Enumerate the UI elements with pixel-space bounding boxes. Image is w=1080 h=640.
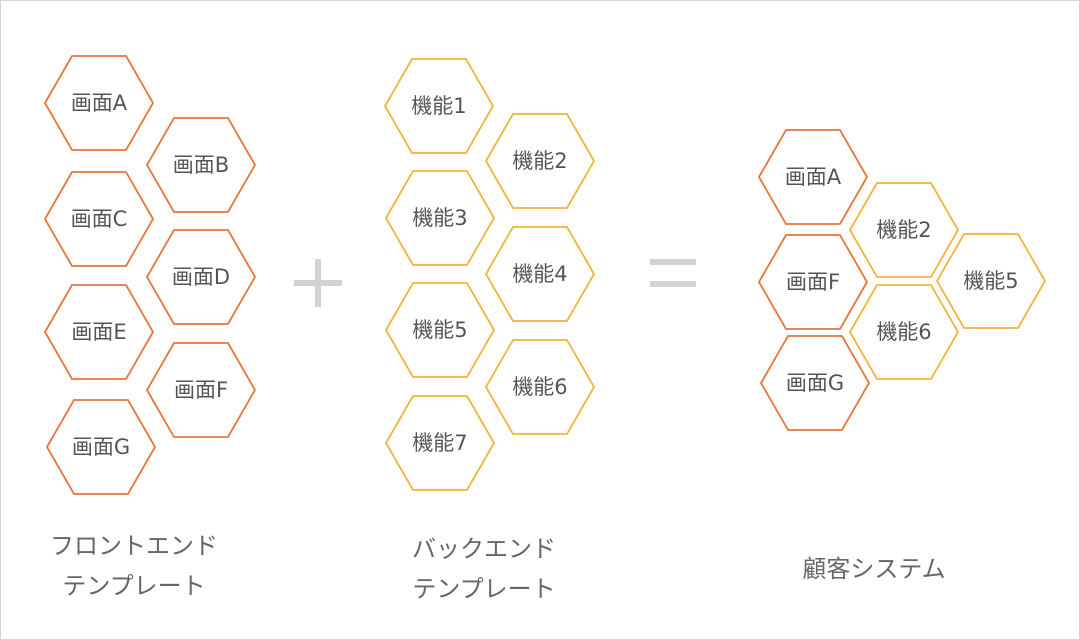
front-screen-hexagon-shape — [145, 229, 257, 325]
back-feature-hexagon-shape — [383, 58, 495, 154]
front-screen-hexagon: 画面D — [145, 229, 257, 325]
front-screen-hexagon-label: 画面C — [71, 207, 128, 231]
front-screen-hexagon-label: 画面F — [174, 378, 228, 402]
customer-caption: 顧客システム — [802, 555, 946, 583]
front-caption-line1: フロントエンド — [50, 532, 218, 560]
front-screen-hexagon: 画面G — [45, 399, 157, 495]
customer-feature-hexagon-shape — [848, 284, 960, 380]
front-screen-hexagon-shape — [45, 399, 157, 495]
customer-feature-hexagon: 機能6 — [848, 284, 960, 380]
back-templates-caption: バックエンド テンプレート — [379, 529, 589, 609]
front-caption-line2: テンプレート — [62, 572, 206, 600]
front-screen-hexagon: 画面C — [43, 171, 155, 267]
customer-screen-hexagon-label: 画面G — [786, 371, 844, 395]
back-caption-line1: バックエンド — [412, 535, 556, 563]
back-feature-hexagon: 機能2 — [484, 113, 596, 209]
customer-screen-hexagon-shape — [757, 129, 869, 225]
front-screen-hexagon-shape — [145, 342, 257, 438]
customer-feature-hexagon-label: 機能6 — [876, 320, 931, 344]
back-feature-hexagon-label: 機能6 — [512, 375, 567, 399]
plus-operator — [294, 259, 342, 307]
customer-screen-hexagon-label: 画面F — [786, 270, 840, 294]
back-feature-hexagon: 機能3 — [384, 170, 496, 266]
back-feature-hexagon: 機能1 — [383, 58, 495, 154]
customer-screen-hexagon-shape — [759, 335, 871, 431]
back-feature-hexagon-shape — [484, 113, 596, 209]
customer-system-caption: 顧客システム — [769, 549, 979, 589]
customer-feature-hexagon: 機能5 — [935, 233, 1047, 329]
back-feature-hexagon: 機能7 — [384, 395, 496, 491]
back-feature-hexagon-shape — [484, 226, 596, 322]
front-screen-hexagon-label: 画面B — [173, 153, 229, 177]
back-feature-hexagon-shape — [384, 395, 496, 491]
back-feature-hexagon-label: 機能2 — [512, 149, 567, 173]
customer-screen-hexagon: 画面G — [759, 335, 871, 431]
front-screen-hexagon-shape — [43, 55, 155, 151]
customer-feature-hexagon: 機能2 — [848, 182, 960, 278]
back-feature-hexagon-label: 機能7 — [412, 431, 467, 455]
back-feature-hexagon-shape — [384, 282, 496, 378]
customer-feature-hexagon-label: 機能2 — [876, 218, 931, 242]
front-screen-hexagon: 画面A — [43, 55, 155, 151]
front-screen-hexagon-shape — [43, 284, 155, 380]
back-feature-hexagon-shape — [484, 339, 596, 435]
front-screen-hexagon-label: 画面G — [72, 435, 130, 459]
back-caption-line2: テンプレート — [412, 575, 556, 603]
back-feature-hexagon-label: 機能3 — [412, 206, 467, 230]
customer-screen-hexagon-shape — [757, 234, 869, 330]
front-screen-hexagon-shape — [145, 117, 257, 213]
customer-screen-hexagon: 画面A — [757, 129, 869, 225]
front-screen-hexagon: 画面E — [43, 284, 155, 380]
front-screen-hexagon-label: 画面D — [172, 265, 230, 289]
customer-screen-hexagon: 画面F — [757, 234, 869, 330]
front-screen-hexagon: 画面F — [145, 342, 257, 438]
front-screen-hexagon-shape — [43, 171, 155, 267]
back-feature-hexagon: 機能4 — [484, 226, 596, 322]
customer-feature-hexagon-shape — [848, 182, 960, 278]
front-screen-hexagon-label: 画面E — [71, 320, 126, 344]
back-feature-hexagon-label: 機能1 — [411, 94, 466, 118]
back-feature-hexagon-label: 機能5 — [412, 318, 467, 342]
back-feature-hexagon: 機能6 — [484, 339, 596, 435]
front-screen-hexagon-label: 画面A — [71, 91, 128, 115]
equals-operator — [650, 259, 696, 289]
back-feature-hexagon: 機能5 — [384, 282, 496, 378]
front-templates-caption: フロントエンド テンプレート — [29, 526, 239, 606]
back-feature-hexagon-label: 機能4 — [512, 262, 567, 286]
back-feature-hexagon-shape — [384, 170, 496, 266]
front-screen-hexagon: 画面B — [145, 117, 257, 213]
customer-feature-hexagon-shape — [935, 233, 1047, 329]
customer-screen-hexagon-label: 画面A — [785, 165, 842, 189]
customer-feature-hexagon-label: 機能5 — [963, 269, 1018, 293]
